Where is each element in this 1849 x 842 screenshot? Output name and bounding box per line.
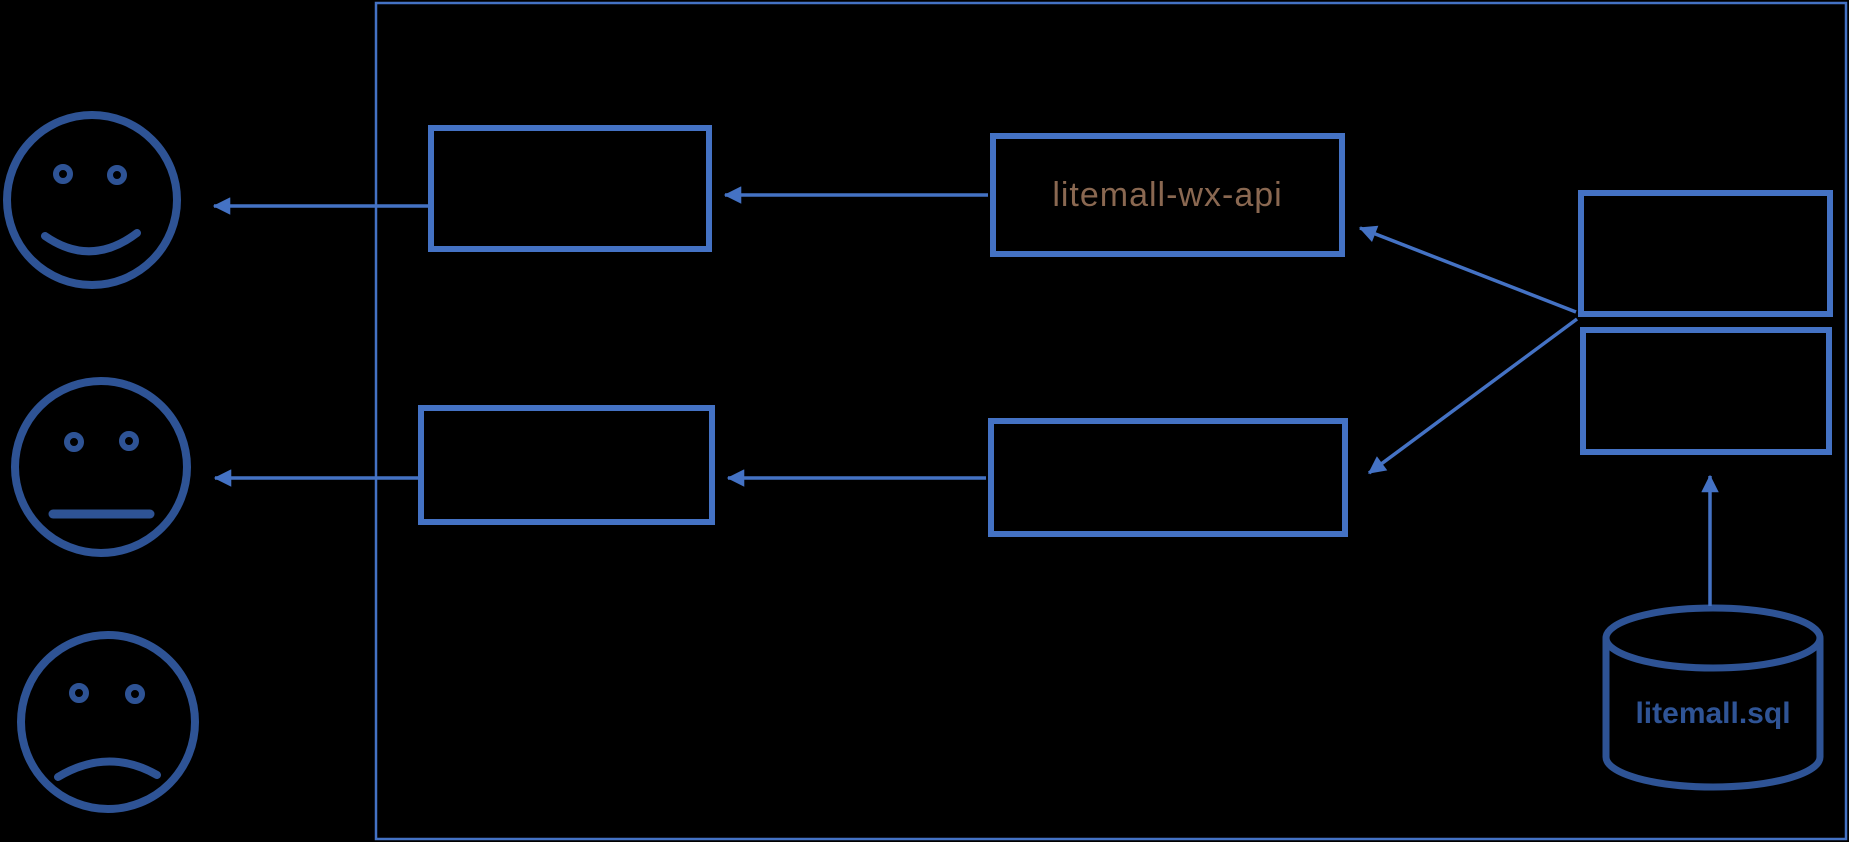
server-box-bottom bbox=[1580, 327, 1832, 455]
outer-container-box bbox=[374, 1, 1848, 841]
database-cylinder-icon bbox=[1602, 604, 1824, 791]
client-box-top bbox=[428, 125, 712, 252]
arrow-server-to-wxapi bbox=[1358, 225, 1577, 314]
happy-face-icon bbox=[3, 111, 181, 289]
client-box-middle bbox=[418, 405, 715, 525]
database-label: litemall.sql bbox=[1635, 697, 1791, 730]
wx-api-box bbox=[990, 133, 1345, 257]
wx-api-box-label: litemall-wx-api bbox=[1052, 175, 1283, 214]
admin-api-box bbox=[988, 418, 1348, 537]
neutral-face-icon bbox=[11, 377, 191, 557]
server-box-top bbox=[1578, 190, 1833, 317]
arrow-server-to-adminapi bbox=[1367, 317, 1579, 475]
sad-face-icon bbox=[17, 631, 199, 813]
